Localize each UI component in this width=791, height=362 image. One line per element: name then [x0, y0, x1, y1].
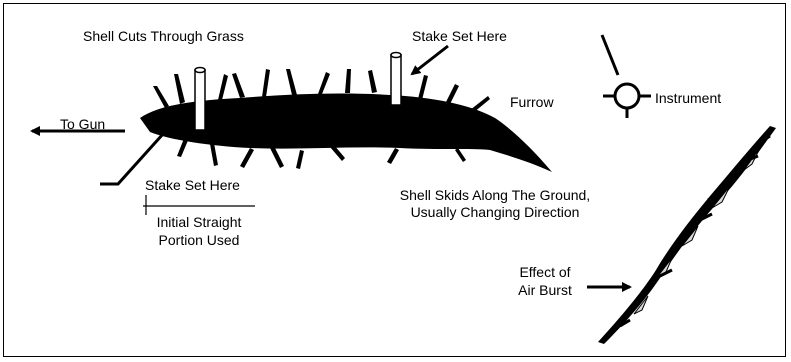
stake-top-arrow — [412, 46, 448, 74]
stake-left — [195, 68, 205, 131]
to-gun-label: To Gun — [60, 116, 105, 132]
air-burst-streak — [598, 126, 776, 344]
skids-line1: Shell Skids Along The Ground, — [364, 187, 626, 203]
stake-top-label: Stake Set Here — [412, 28, 507, 44]
initial-portion-line1: Initial Straight — [145, 214, 253, 230]
shell-cuts-label: Shell Cuts Through Grass — [83, 28, 244, 44]
air-burst-line1: Effect of — [512, 264, 578, 280]
skids-line2: Usually Changing Direction — [364, 204, 626, 220]
stake-bottom-label: Stake Set Here — [145, 177, 240, 193]
instrument-symbol — [602, 35, 651, 118]
instrument-label: Instrument — [655, 90, 721, 106]
furrow-label: Furrow — [510, 94, 554, 110]
stake-right — [391, 53, 401, 106]
initial-portion-line2: Portion Used — [145, 232, 253, 248]
air-burst-line2: Air Burst — [512, 282, 578, 298]
